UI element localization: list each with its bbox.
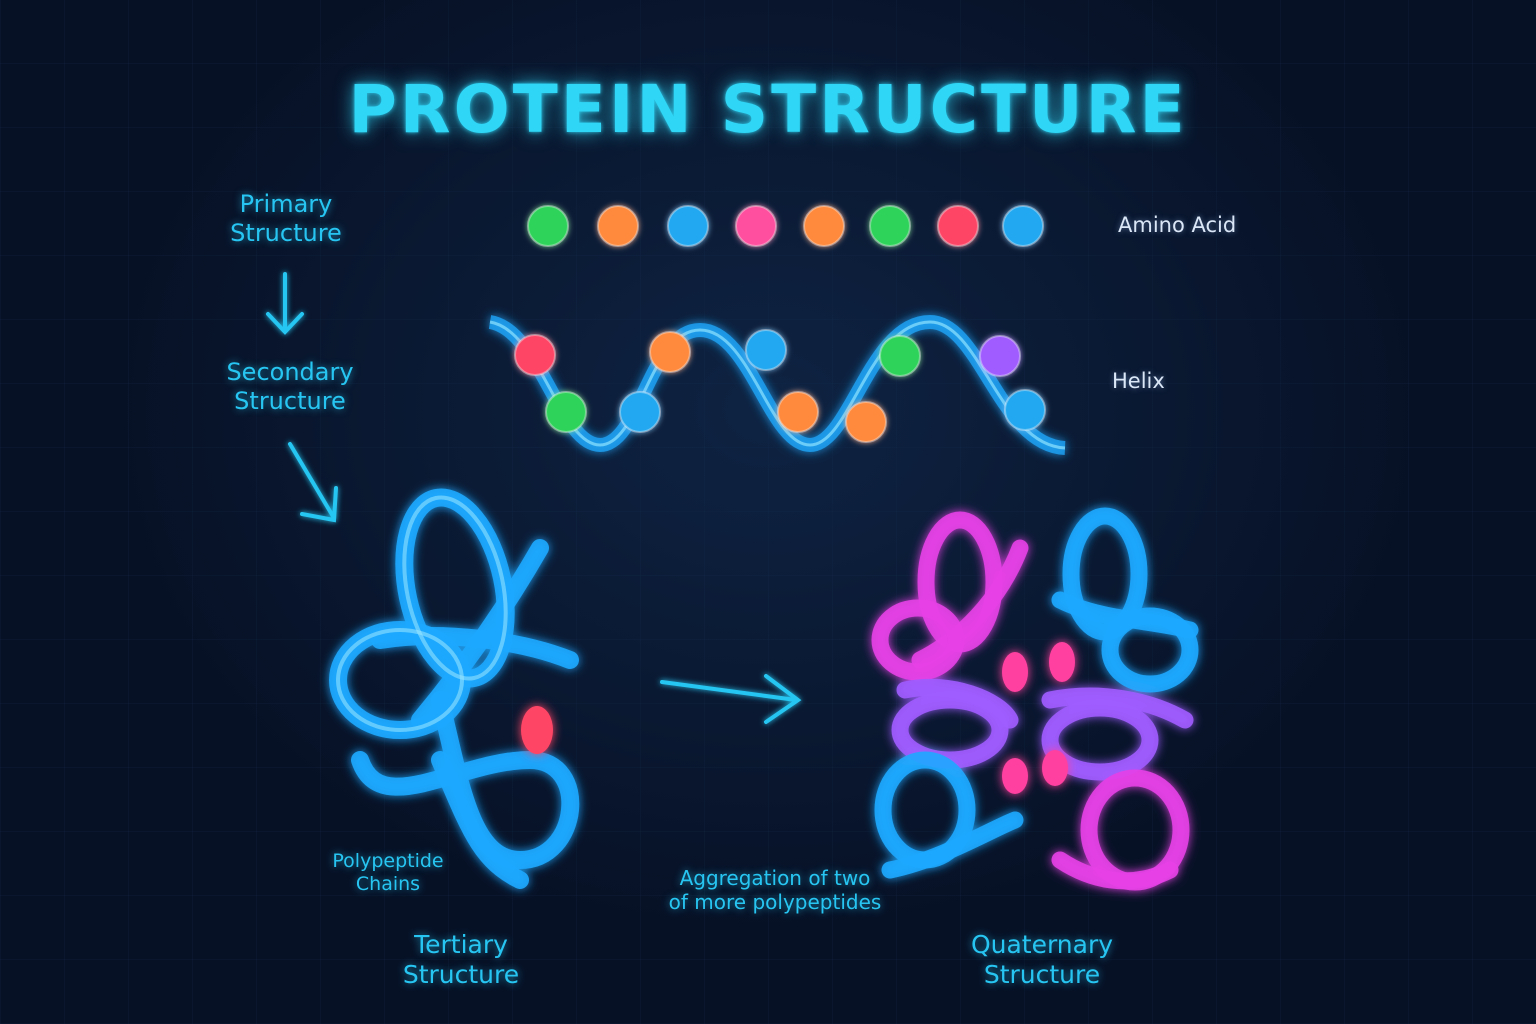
amino-acid-bead [527, 205, 569, 247]
page-title: PROTEIN STRUCTURE [348, 71, 1188, 148]
amino-acid-bead [869, 205, 911, 247]
helix-bead [777, 391, 819, 433]
helix-label: Helix [1112, 369, 1165, 393]
amino-acid-bead [735, 205, 777, 247]
polypeptide-line2: Chains [355, 872, 421, 895]
arrow-primary-to-secondary [266, 272, 304, 335]
polypeptide-chains-label: Polypeptide Chains [318, 850, 458, 896]
quaternary-structure-label: Quaternary Structure [932, 930, 1152, 990]
tertiary-structure-label: Tertiary Structure [371, 930, 551, 990]
helix-ribbon-highlight [489, 320, 1066, 450]
helix-beads [514, 329, 1046, 443]
helix-bead [979, 335, 1021, 377]
quaternary-label-line1: Quaternary [970, 930, 1114, 959]
quaternary-pink-beads [1002, 642, 1075, 794]
quaternary-right-subunit [1041, 507, 1199, 891]
amino-acid-label: Amino Acid [1118, 213, 1237, 237]
helix-bead [745, 329, 787, 371]
amino-acid-bead [803, 205, 845, 247]
tertiary-label-line2: Structure [402, 960, 520, 989]
primary-label-line1: Primary [239, 190, 333, 218]
arrow-secondary-to-tertiary [288, 442, 338, 523]
helix-bead [1004, 389, 1046, 431]
helix-bead [545, 391, 587, 433]
secondary-label-line2: Structure [234, 386, 346, 415]
aggregation-label: Aggregation of two of more polypeptides [640, 866, 910, 914]
amino-acid-beads [527, 205, 1044, 247]
helix-bead [619, 391, 661, 433]
amino-acid-bead [1002, 205, 1044, 247]
polypeptide-line1: Polypeptide [332, 850, 444, 872]
arrow-tertiary-to-quaternary [660, 674, 802, 724]
helix-bead [879, 335, 921, 377]
tertiary-highlight [336, 495, 508, 732]
secondary-structure-label: Secondary Structure [200, 358, 380, 416]
tertiary-red-bead [521, 706, 553, 754]
quaternary-label-line2: Structure [983, 960, 1101, 989]
helix-bead [845, 401, 887, 443]
quaternary-left-subunit [871, 511, 1029, 879]
tertiary-label-line1: Tertiary [414, 930, 508, 959]
amino-acid-bead [597, 205, 639, 247]
helix-bead [649, 331, 691, 373]
primary-structure-label: Primary Structure [206, 190, 366, 248]
amino-acid-bead [667, 205, 709, 247]
helix-bead [514, 334, 556, 376]
primary-label-line2: Structure [230, 218, 342, 247]
aggregation-line1: Aggregation of two [679, 866, 871, 890]
aggregation-line2: of more polypeptides [668, 890, 882, 914]
secondary-label-line1: Secondary [226, 358, 354, 386]
tertiary-structure-fold [329, 488, 580, 889]
amino-acid-bead [937, 205, 979, 247]
